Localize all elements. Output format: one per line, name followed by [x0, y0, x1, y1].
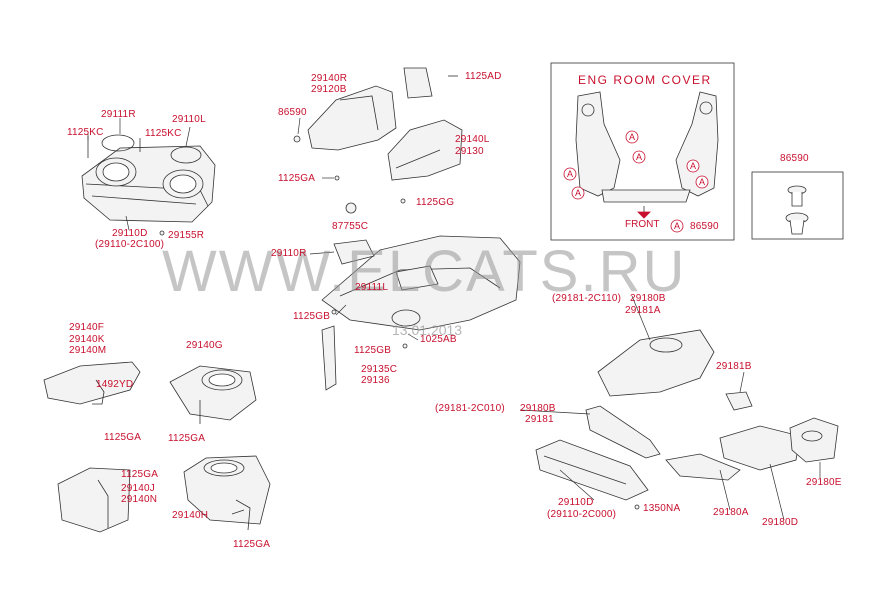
part-label[interactable]: (29110-2C000): [547, 509, 617, 520]
radiator-covers-drawing: [535, 329, 839, 510]
callout-a: A: [690, 161, 696, 171]
subframe-drawing: [321, 235, 521, 391]
eng-room-cover-title: ENG ROOM COVER: [578, 73, 712, 87]
part-label[interactable]: 1125GA: [168, 433, 206, 444]
part-label[interactable]: 29111R: [101, 109, 136, 120]
part-label[interactable]: 29181A: [625, 305, 661, 316]
part-label[interactable]: 86590: [780, 153, 809, 164]
part-label[interactable]: 1125GA: [233, 539, 271, 550]
part-label[interactable]: 29110L: [172, 114, 206, 125]
part-label[interactable]: 29140R: [311, 73, 348, 84]
part-label[interactable]: 1492YD: [96, 379, 134, 390]
front-label: FRONT: [625, 219, 660, 230]
part-label[interactable]: 29140L: [455, 134, 490, 145]
part-label[interactable]: 1125GB: [293, 311, 331, 322]
part-label[interactable]: 1125KC: [67, 127, 104, 138]
part-label[interactable]: 29181B: [716, 361, 752, 372]
part-label[interactable]: 1125GA: [104, 432, 142, 443]
part-label[interactable]: 29135C: [361, 364, 398, 375]
part-label[interactable]: 29140H: [172, 510, 209, 521]
part-label[interactable]: 29130: [455, 146, 484, 157]
callout-a: A: [674, 221, 680, 231]
part-label[interactable]: (29110-2C100): [95, 239, 165, 250]
part-label[interactable]: 29181: [525, 414, 554, 425]
callout-a: A: [636, 152, 642, 162]
callout-a: A: [699, 177, 705, 187]
watermark-date: 13.01.2013: [392, 322, 463, 338]
part-label[interactable]: 87755C: [332, 221, 369, 232]
leader-lines: [87, 117, 821, 521]
part-label[interactable]: 1125GG: [416, 197, 455, 208]
part-label[interactable]: 1025AB: [420, 334, 457, 345]
part-label[interactable]: 29180B: [520, 403, 556, 414]
eng-room-cover-box: [550, 62, 735, 241]
part-label[interactable]: 29110R: [271, 248, 307, 259]
part-label[interactable]: 86590: [278, 107, 307, 118]
eng-room-cover-drawing: [575, 91, 719, 219]
part-label[interactable]: 1125AD: [465, 71, 502, 82]
callout-a: A: [629, 132, 635, 142]
part-label[interactable]: 1125KC: [145, 128, 182, 139]
callout-letters: A A A A A A A: [567, 132, 705, 231]
part-label[interactable]: (29181-2C110): [552, 293, 622, 304]
part-label[interactable]: 29111L: [355, 282, 389, 293]
part-label[interactable]: 1125GA: [121, 469, 159, 480]
part-label[interactable]: 29155R: [168, 230, 205, 241]
part-label[interactable]: 1125GA: [278, 173, 316, 184]
part-label[interactable]: 1350NA: [643, 503, 681, 514]
part-label[interactable]: 29136: [361, 375, 390, 386]
part-label[interactable]: 29110D: [112, 228, 148, 239]
part-label[interactable]: 86590: [690, 221, 719, 232]
part-label[interactable]: 29140F: [69, 322, 105, 333]
bolt-86590-box: [751, 171, 844, 240]
fender-brackets-drawing: [43, 361, 271, 533]
watermark-text: WWW.ELCATS.RU: [162, 239, 687, 304]
part-label[interactable]: 29140J: [121, 483, 156, 494]
part-label[interactable]: 29180B: [630, 293, 666, 304]
side-covers-drawing: [293, 67, 463, 214]
part-label[interactable]: 29140M: [69, 345, 107, 356]
clip-86590-drawing: [785, 185, 809, 235]
callout-a: A: [567, 169, 573, 179]
part-label[interactable]: 29140K: [69, 334, 105, 345]
part-label[interactable]: 29140G: [186, 340, 223, 351]
part-label[interactable]: 29110D: [558, 497, 594, 508]
part-label[interactable]: 29180A: [713, 507, 749, 518]
callout-circles: [563, 130, 709, 233]
part-label[interactable]: 29180D: [762, 517, 799, 528]
part-label[interactable]: 29180E: [806, 477, 842, 488]
undercover-29110d-drawing: [81, 134, 216, 236]
part-label[interactable]: (29181-2C010): [435, 403, 505, 414]
part-label[interactable]: 29140N: [121, 494, 158, 505]
part-label[interactable]: 1125GB: [354, 345, 392, 356]
callout-a: A: [575, 188, 581, 198]
part-label[interactable]: 29120B: [311, 84, 347, 95]
